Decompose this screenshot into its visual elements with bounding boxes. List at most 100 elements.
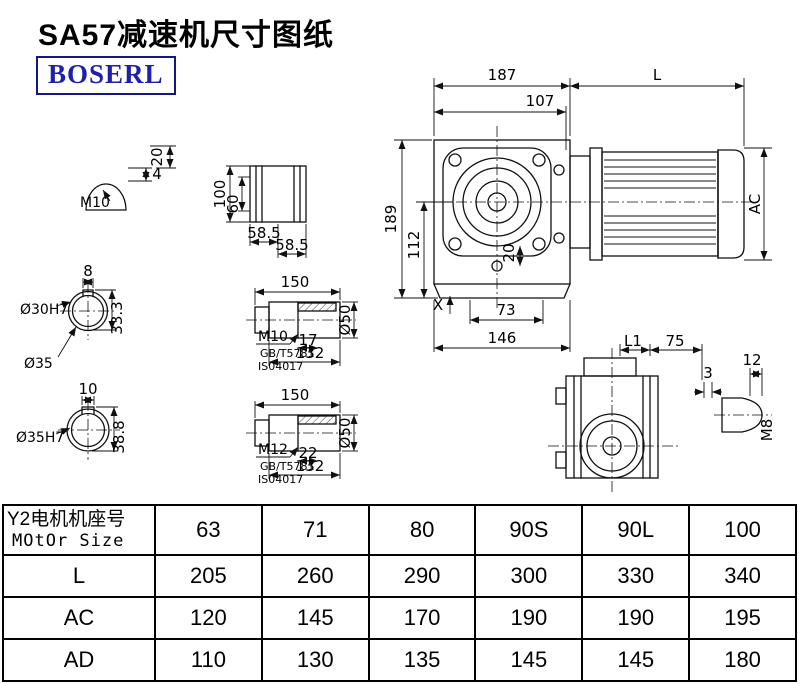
solid-shaft-view-1: 150 Ø50 M10 GB/T5781 IS04017 17 132: [246, 273, 358, 373]
bore-d35h7-label: Ø35H7: [16, 430, 64, 446]
shaft2-outline: [254, 414, 341, 452]
size-cell: 100: [688, 504, 797, 556]
value-cell: 190: [581, 596, 691, 640]
value-cell: 170: [367, 596, 477, 640]
rear-face-view: L1 75 3 12 M8: [548, 332, 776, 492]
size-cell: 71: [260, 504, 370, 556]
value-cell: 145: [474, 638, 584, 682]
shaft1-dimension-lines: [254, 288, 358, 366]
value-cell: 340: [688, 554, 797, 598]
dim-8-label: 8: [83, 262, 93, 280]
value-cell: 205: [154, 554, 263, 598]
motor-size-header-cell: Y2电机机座号 MOtOr Size: [2, 504, 156, 556]
rear-outline: [555, 357, 659, 479]
dim-73-label: 73: [496, 301, 515, 319]
page-title: SA57减速机尺寸图纸: [38, 19, 335, 52]
thread-M8-label: M8: [758, 419, 776, 442]
main-dimension-lines: [394, 78, 772, 352]
dim-L1-label: L1: [624, 332, 642, 350]
dim-187-label: 187: [488, 66, 517, 84]
motor-size-label-en: MOtOr Size: [12, 530, 125, 551]
brand-logo-box: BOSERL: [36, 56, 176, 95]
key-section-view: M10 4 20: [80, 145, 176, 211]
brand-logo-text: BOSERL: [48, 59, 164, 89]
value-cell: 145: [581, 638, 691, 682]
value-cell: 110: [154, 638, 263, 682]
dim-L-label: L: [653, 66, 662, 84]
motor-outline: [569, 147, 745, 261]
od-d35-label: Ø35: [24, 356, 53, 372]
dim-d50-2-label: Ø50: [336, 418, 354, 449]
value-cell: 180: [688, 638, 797, 682]
value-cell: 290: [367, 554, 477, 598]
size-cell: 63: [154, 504, 263, 556]
dim-22-label: 22: [298, 444, 317, 462]
shaft2-dimension-lines: [254, 401, 358, 479]
thread-M10-shaft-label: M10: [258, 329, 288, 345]
gearbox-outline: [433, 139, 571, 299]
rear-dimension-lines: [619, 344, 722, 398]
table-row-AD: AD 110 130 135 145 145 180: [2, 638, 797, 682]
table-row-L: L 205 260 290 300 330 340: [2, 554, 797, 598]
dim-20-key-label: 20: [148, 147, 166, 166]
dim-58-5-b-label: 58.5: [275, 236, 308, 254]
value-cell: 260: [260, 554, 370, 598]
dim-17-label: 17: [298, 331, 317, 349]
value-cell: 195: [688, 596, 797, 640]
main-side-view: 187 L 107 189 112 20 X 73 146 AC: [382, 66, 772, 352]
dim-38-8-label: 38.8: [110, 420, 128, 453]
motor-fins: [604, 159, 716, 245]
coupling-outline: [249, 165, 307, 223]
bore1-dimension-lines: [55, 278, 116, 358]
value-cell: 145: [260, 596, 370, 640]
thread-M10-label: M10: [80, 195, 110, 211]
value-cell: 135: [367, 638, 477, 682]
dim-100-label: 100: [211, 180, 229, 209]
dim-12-label: 12: [742, 351, 761, 369]
dim-58-5-a-label: 58.5: [247, 224, 280, 242]
coupling-dimension-lines: [226, 165, 307, 258]
shaft1-outline: [254, 301, 341, 339]
std-gb-label: GB/T5781: [260, 347, 315, 360]
dim-33-3-label: 33.3: [108, 301, 126, 334]
table-header-row: Y2电机机座号 MOtOr Size 63 71 80 90S 90L 100: [2, 504, 797, 556]
std-gb-2-label: GB/T5781: [260, 460, 315, 473]
size-cell: 80: [367, 504, 477, 556]
size-cell: 90L: [581, 504, 691, 556]
dim-150-label: 150: [281, 273, 310, 291]
bore1-outline: [67, 289, 109, 332]
table-row-AC: AC 120 145 170 190 190 195: [2, 596, 797, 640]
row-label-cell: AC: [2, 596, 156, 640]
dim-107-label: 107: [526, 92, 555, 110]
bore2-dimension-lines: [55, 396, 118, 452]
key-section-shape: [85, 183, 127, 211]
thread-M12-shaft-label: M12: [258, 442, 288, 458]
dim-146-label: 146: [488, 329, 517, 347]
dim-3-label: 3: [703, 364, 713, 382]
row-label-cell: L: [2, 554, 156, 598]
dim-d50-label: Ø50: [336, 305, 354, 336]
x-marker-label: X: [433, 296, 443, 314]
std-iso-label: IS04017: [258, 360, 303, 373]
dim-112-label: 112: [405, 231, 423, 260]
dim-10-label: 10: [78, 380, 97, 398]
value-cell: 330: [581, 554, 691, 598]
coupling-top-view: 100 60 58.5 58.5: [211, 165, 309, 258]
dim-60-label: 60: [224, 194, 242, 213]
dim-20-label: 20: [500, 243, 518, 262]
value-cell: 190: [474, 596, 584, 640]
hollow-shaft-end-view-1: 8 Ø30H7 33.3 Ø35: [20, 262, 126, 372]
dim-AC-label: AC: [746, 194, 764, 214]
std-iso-2-label: IS04017: [258, 473, 303, 486]
motor-size-table: Y2电机机座号 MOtOr Size 63 71 80 90S 90L 100 …: [2, 504, 797, 682]
dim-4-label: 4: [152, 165, 162, 183]
technical-drawing: 187 L 107 189 112 20 X 73 146 AC: [16, 66, 776, 492]
size-cell: 90S: [474, 504, 584, 556]
dim-189-label: 189: [382, 205, 400, 234]
dim-132-label: 132: [296, 344, 325, 362]
row-label-cell: AD: [2, 638, 156, 682]
key-end-dimension-lines: [749, 368, 763, 396]
motor-size-label-cn: Y2电机机座号: [7, 509, 126, 531]
solid-shaft-view-2: 150 Ø50 M12 GB/T5781 IS04017 22 132: [246, 386, 358, 486]
